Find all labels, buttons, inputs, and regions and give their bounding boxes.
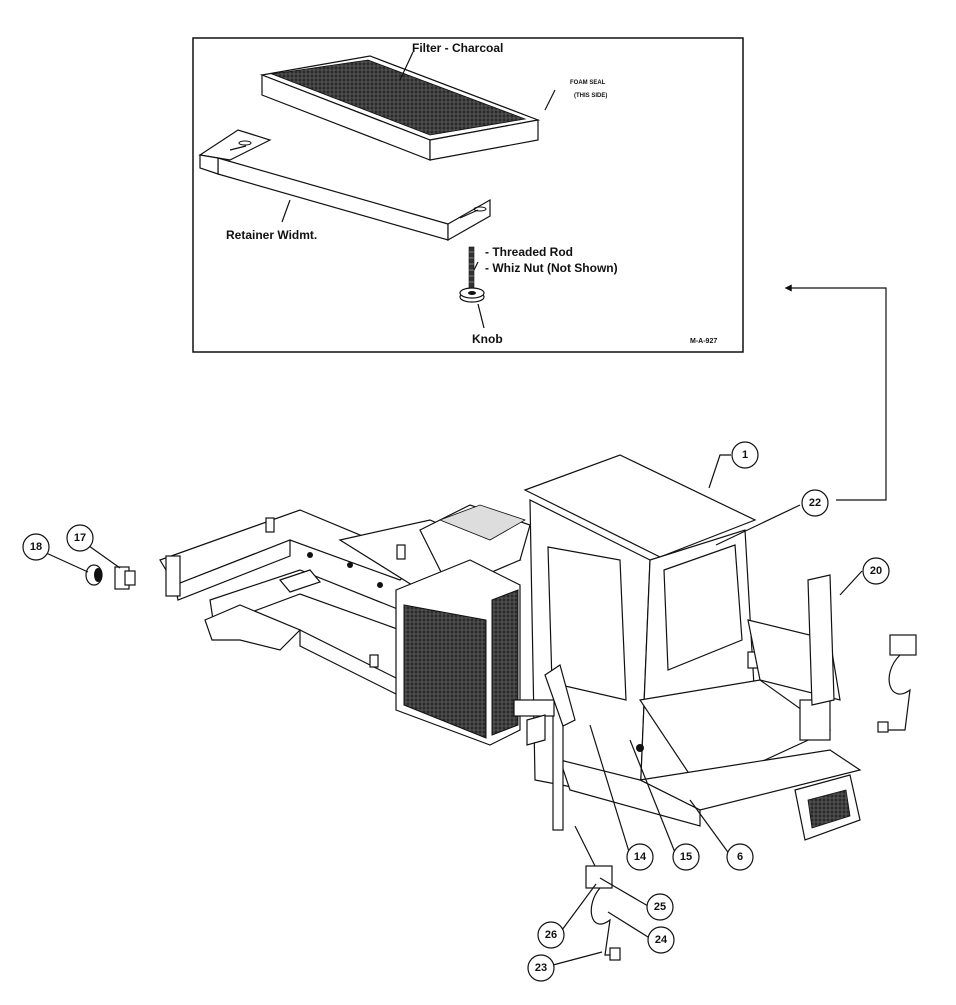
cab-side-window: [547, 546, 627, 701]
retainer-label: Retainer Widmt.: [226, 228, 317, 242]
callout-14-text: 14: [634, 851, 647, 863]
cab-front-window: [663, 544, 743, 671]
callout-25-text: 25: [654, 901, 666, 913]
callout-1-text: 1: [742, 449, 748, 461]
whiz-nut-label: - Whiz Nut (Not Shown): [485, 261, 618, 275]
foam-seal-label: FOAM SEAL: [570, 80, 606, 86]
foam-seal-leader: [544, 89, 556, 111]
callout-20-text: 20: [870, 565, 882, 577]
callout-15: [672, 843, 700, 871]
rear-light: [85, 564, 103, 586]
callouts: 1 22 17 18 20 14 15 6 25 26: [22, 441, 890, 982]
callout-15-text: 15: [680, 851, 692, 863]
threaded-rod-label: - Threaded Rod: [485, 245, 573, 259]
rear-post: [513, 664, 576, 831]
knob: [459, 287, 485, 303]
callout-17: [66, 524, 94, 552]
operator-cab: [523, 454, 832, 801]
callout-23-text: 23: [535, 962, 547, 974]
callout-24: [647, 926, 675, 954]
front-deck: [559, 619, 862, 841]
callout-22-text: 22: [809, 497, 821, 509]
machine-assembly: [85, 454, 917, 961]
callout-23: [527, 954, 555, 982]
knob-leader: [477, 303, 485, 329]
radiator: [395, 559, 521, 746]
retainer-weldment: [198, 129, 491, 242]
callout-14: [626, 843, 654, 871]
charcoal-filter: [259, 55, 541, 161]
knob-label: Knob: [472, 332, 503, 346]
cab-roof: [523, 454, 757, 558]
lower-mirror-assembly: [585, 865, 621, 961]
filter-label: Filter - Charcoal: [412, 41, 503, 55]
callout-18: [22, 533, 50, 561]
right-mirror-assembly: [807, 574, 917, 733]
callout-6-text: 6: [737, 851, 743, 863]
callout-26: [537, 921, 565, 949]
rod-leader: [473, 261, 479, 271]
callout-26-text: 26: [545, 929, 557, 941]
foam-seal-side-label: (THIS SIDE): [574, 93, 607, 99]
retainer-leader: [281, 199, 291, 223]
callout-6: [726, 843, 754, 871]
callout-18-text: 18: [30, 541, 42, 553]
rear-light-bracket: [114, 566, 136, 590]
threaded-rod: [468, 246, 475, 291]
callout-24-text: 24: [655, 934, 668, 946]
detail-reference-arrow: [784, 284, 887, 501]
callout-17-text: 17: [74, 532, 86, 544]
callout-1: [731, 441, 759, 469]
frame-end-plate: [165, 555, 181, 597]
drawing-number: M-A-927: [690, 338, 717, 345]
inset-detail: Filter - Charcoal FOAM SEAL (THIS SIDE) …: [192, 37, 744, 353]
callout-22: [801, 489, 829, 517]
callout-20: [862, 557, 890, 585]
callout-25: [646, 893, 674, 921]
filter-leader: [399, 51, 414, 81]
